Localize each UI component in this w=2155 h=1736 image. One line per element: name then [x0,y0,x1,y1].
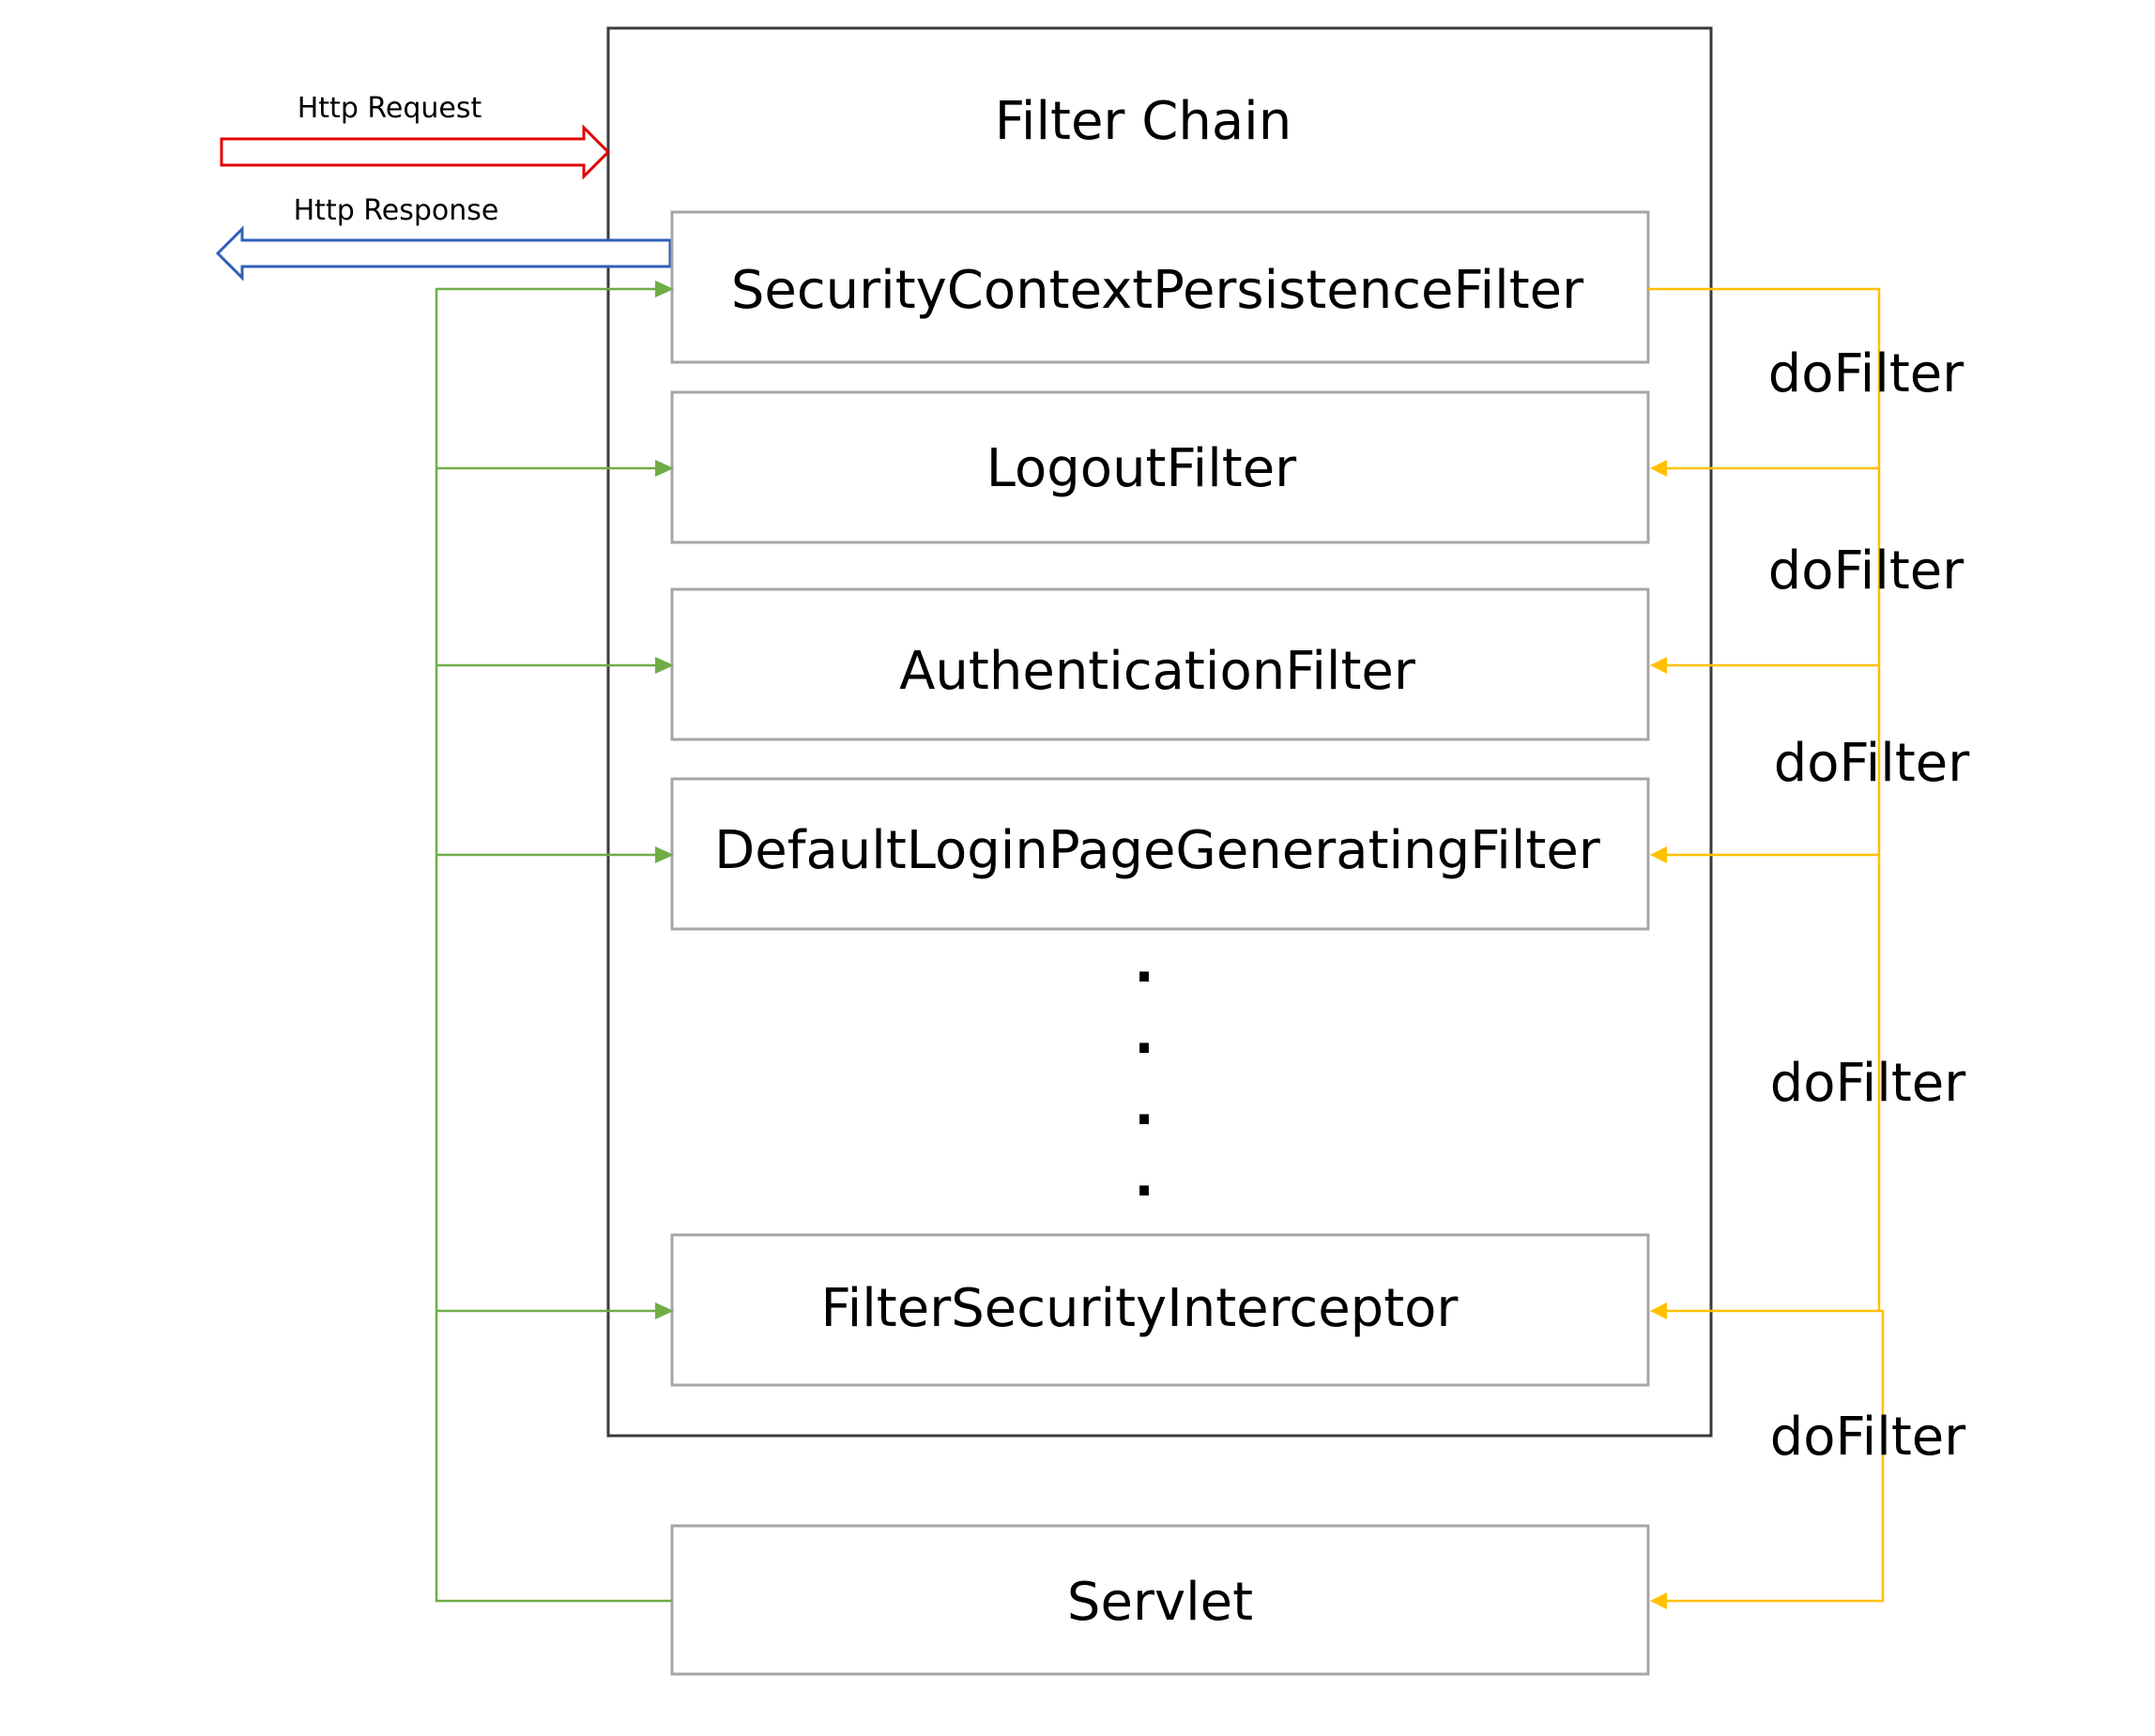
return-path-line [435,287,672,1603]
return-arrowhead [655,657,674,674]
filter-chain-title: Filter Chain [995,91,1291,152]
filter-chain-container [606,26,1713,1438]
default-login-page-generating-filter-label: DefaultLoginPageGeneratingFilter [714,820,1601,881]
dofilter-label: doFilter [1770,1053,1966,1114]
return-arrowhead [655,846,674,863]
dofilter-arrowhead [1650,1302,1667,1319]
http-response-label: Http Response [294,194,499,227]
logout-filter-box [670,390,1650,544]
authentication-filter-label: AuthenticationFilter [899,641,1416,702]
http-request-label: Http Request [298,92,482,125]
http-request-arrow [220,124,611,180]
ellipsis-dot: . [1134,934,1154,995]
logout-filter-label: LogoutFilter [986,438,1297,499]
ellipsis-dot: . [1134,1005,1154,1066]
ellipsis-dot: . [1134,1076,1154,1137]
filter-security-interceptor-box [670,1233,1650,1387]
return-arrowhead [655,1302,674,1319]
dofilter-arrowhead [1650,460,1667,477]
dofilter-path-line [1648,287,1881,1311]
security-context-persistence-filter-label: SecurityContextPersistenceFilter [731,260,1584,321]
dofilter-label: doFilter [1770,1407,1966,1468]
security-context-persistence-filter-box [670,210,1650,364]
dofilter-label: doFilter [1768,343,1964,404]
servlet-label: Servlet [1067,1572,1253,1633]
default-login-page-generating-filter-box [670,777,1650,931]
http-response-arrow [215,225,672,282]
servlet-box [670,1524,1650,1676]
dofilter-servlet-line [1665,1309,1885,1603]
dofilter-label: doFilter [1768,541,1964,602]
filter-security-interceptor-label: FilterSecurityInterceptor [821,1278,1460,1339]
dofilter-arrowhead [1650,657,1667,674]
return-arrowhead [655,281,674,297]
dofilter-arrowhead [1650,1592,1667,1609]
ellipsis-dot: . [1134,1148,1154,1209]
dofilter-arrowhead [1650,846,1667,863]
dofilter-label: doFilter [1774,733,1970,794]
authentication-filter-box [670,587,1650,741]
return-arrowhead [655,460,674,477]
